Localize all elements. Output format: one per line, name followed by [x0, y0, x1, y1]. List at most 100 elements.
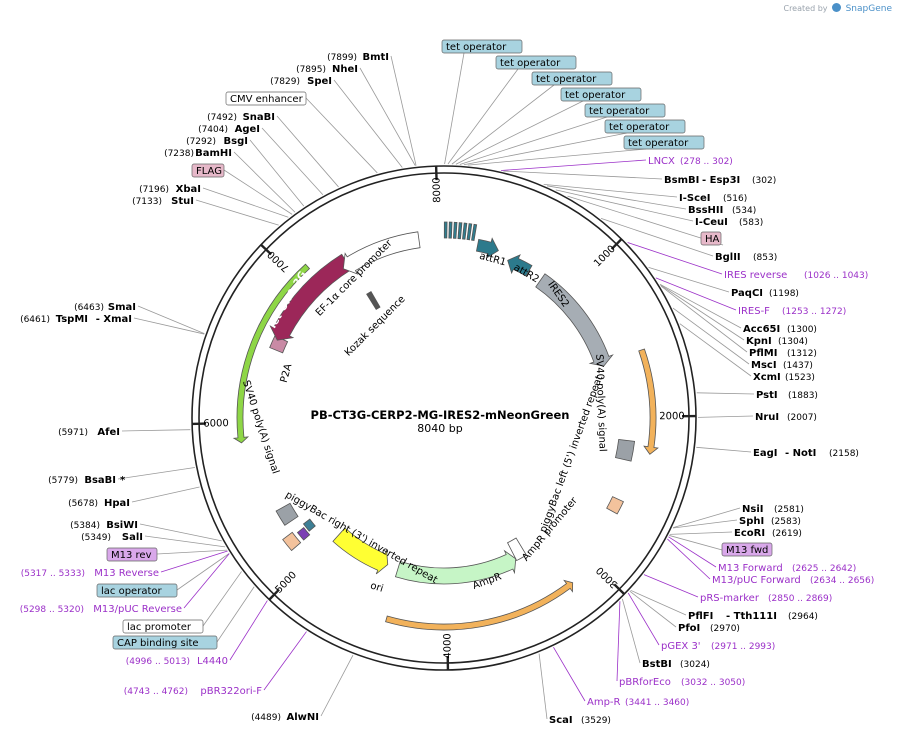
feature-box-label-R2: tet operator: [536, 74, 597, 85]
plasmid-name: PB-CT3G-CERP2-MG-IRES2-mNeonGreen: [311, 408, 570, 422]
sv40-block-right: [615, 439, 636, 462]
site-label-R19: PflMI: [749, 348, 777, 359]
site-label-R20: MscI: [751, 360, 777, 371]
site-position-L25: (4743 .. 4762): [124, 687, 188, 697]
feature-box-L18: [106, 547, 158, 562]
site-label-R27: EcoRI: [734, 528, 765, 539]
site-position-R20: (1437): [783, 361, 813, 371]
tet-operator-block: [466, 223, 473, 241]
site-position-L12: (6461): [20, 315, 50, 325]
site-position-R21: (1523): [785, 373, 815, 383]
site-label-R10: BssHII: [688, 205, 723, 216]
site-position-R35: (3024): [680, 660, 710, 670]
site-position-L2: (7829): [270, 77, 300, 87]
site-label-L12: TspMI: [56, 314, 88, 325]
leader-line: [696, 392, 755, 395]
site-label-R24: EagI: [753, 448, 777, 459]
site-position-R17: (1300): [787, 325, 817, 335]
leader-line: [261, 127, 324, 196]
site-position-L10: (7133): [132, 197, 162, 207]
feature-box-R6: [623, 135, 705, 150]
leader-line: [249, 139, 305, 207]
site-position-R32: (2964): [788, 612, 818, 622]
feature-box-label-L8: FLAG: [196, 166, 222, 177]
site-position-R31: (2850 .. 2869): [768, 594, 832, 604]
leader-line: [444, 52, 465, 165]
site-label-R8: BsmBI: [664, 175, 699, 186]
site-position-R8: (302): [752, 176, 776, 186]
site-position-L26: (4489): [251, 713, 281, 723]
site-label-alt-R8: - Esp3I: [702, 175, 740, 186]
feature-box-label-L18: M13 rev: [111, 550, 152, 561]
site-position-R38: (3529): [581, 716, 611, 726]
feature-label-sv40_left: SV40 poly(A) signal: [240, 379, 281, 475]
snapgene-credit: Created by SnapGene: [783, 3, 892, 14]
feature-box-L3: [225, 91, 307, 106]
site-label-L19: M13 Reverse: [94, 568, 159, 579]
leader-line: [672, 307, 750, 365]
site-position-L0: (7899): [327, 53, 357, 63]
leader-line: [467, 148, 647, 166]
site-position-L11: (6463): [74, 303, 104, 313]
ires2-arrow: [535, 273, 614, 367]
leader-line: [133, 317, 205, 335]
leader-line: [223, 169, 293, 215]
site-position-R9: (516): [723, 194, 747, 204]
leader-line: [660, 285, 748, 353]
leader-line: [320, 654, 354, 717]
site-position-R37: (3441 .. 3460): [625, 698, 689, 708]
site-position-R34: (2971 .. 2993): [711, 642, 775, 652]
site-position-R24: (2158): [829, 449, 859, 459]
tet-operator-block: [452, 221, 458, 239]
leader-line: [627, 242, 723, 275]
tick-1000: [610, 238, 623, 250]
tick-3000: [613, 583, 626, 595]
site-position-L16: (5384): [70, 521, 100, 531]
tick-label-4000: 4000: [442, 633, 453, 659]
mneongreen-arrow: [232, 263, 311, 444]
site-label-L21: M13/pUC Reverse: [93, 604, 182, 615]
site-label-L16: BsiWI: [106, 520, 138, 531]
tick-5000: [268, 588, 280, 601]
feature-box-R2: [531, 71, 613, 86]
leader-line: [643, 574, 699, 598]
leader-line: [459, 116, 608, 165]
site-position-L4: (7492): [207, 113, 237, 123]
leader-line: [553, 647, 586, 702]
site-label-R36: pBRforEco: [619, 677, 671, 688]
leader-line: [667, 538, 711, 580]
site-position-L9: (7196): [139, 185, 169, 195]
feature-label-sv40_right: SV40 poly(A) signal: [593, 354, 607, 452]
feature-box-R28: [721, 542, 773, 557]
feature-box-label-R6: tet operator: [628, 138, 689, 149]
site-label-L1: NheI: [332, 64, 358, 75]
leader-line: [538, 653, 548, 720]
leader-line: [630, 589, 687, 616]
feature-box-L23: [112, 635, 218, 650]
features: [232, 221, 659, 631]
credit-brand: SnapGene: [845, 4, 892, 14]
ampr-arrow: [394, 549, 517, 585]
site-position-R23: (2007): [787, 413, 817, 423]
leader-line: [216, 586, 255, 643]
attR2-arrow: [507, 254, 533, 277]
snapgene-logo-icon: [832, 3, 842, 12]
feature-box-label-L3: CMV enhancer: [230, 94, 304, 105]
leader-line: [359, 67, 416, 166]
feature-box-R4: [584, 103, 666, 118]
site-label-L9: XbaI: [176, 184, 201, 195]
site-position-L19: (5317 .. 5333): [21, 569, 85, 579]
orange-cds-bottom: [385, 579, 574, 631]
leader-line: [183, 553, 230, 609]
site-label-alt-L12: - XmaI: [96, 314, 132, 325]
feature-box-R1: [495, 55, 577, 70]
site-label-R11: I-CeuI: [695, 217, 728, 228]
site-label-R32: PflFI: [688, 611, 713, 622]
backbone-outer-strand: [191, 165, 697, 671]
kozak-mark: [366, 291, 381, 311]
site-label-R15: PaqCI: [731, 288, 763, 299]
leader-line: [627, 592, 660, 646]
site-label-L0: BmtI: [362, 52, 389, 63]
site-position-R30: (2634 .. 2656): [810, 576, 874, 586]
